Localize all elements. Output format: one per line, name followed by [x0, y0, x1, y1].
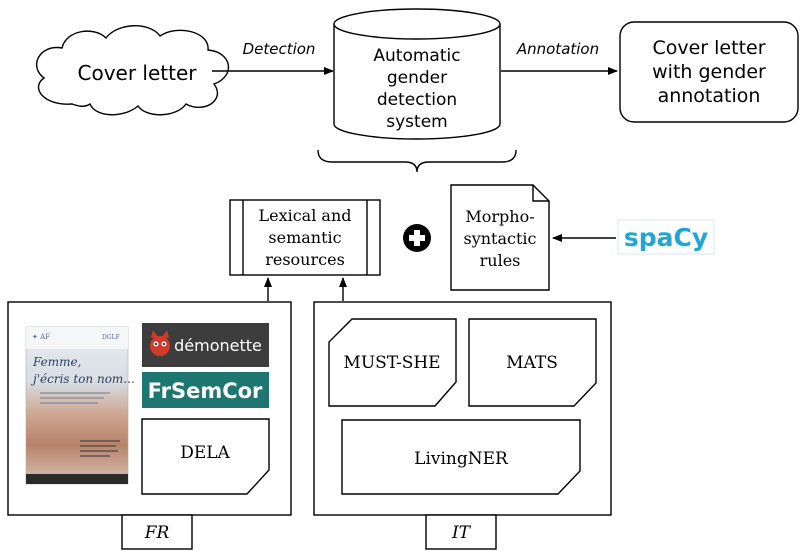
demonette-text: démonette: [174, 336, 262, 355]
system-node: Automatic gender detection system: [333, 8, 501, 140]
system-label-line1: Automatic: [373, 46, 460, 66]
plus-icon: [403, 224, 431, 252]
grouping-brace: [317, 149, 517, 173]
morpho-label-line1: Morpho-: [465, 207, 534, 226]
frsemcor-logo: FrSemCor: [142, 372, 269, 408]
book-title-line2: j'écris ton nom...: [30, 372, 135, 386]
output-label-line1: Cover letter: [652, 37, 765, 59]
annotation-label: Annotation: [516, 40, 599, 58]
dela-node: DELA: [141, 418, 270, 495]
must-she-label: MUST-SHE: [343, 353, 440, 373]
livingner-node: LivingNER: [341, 419, 581, 495]
lexical-resources-node: Lexical and semantic resources: [229, 199, 381, 276]
fr-label: FR: [144, 523, 170, 543]
system-label-line4: system: [386, 112, 447, 132]
output-node: Cover letter with gender annotation: [619, 21, 799, 123]
book-logo-left: ✦ AF: [32, 333, 50, 341]
system-label-line3: detection: [377, 90, 457, 110]
must-she-node: MUST-SHE: [328, 318, 457, 407]
livingner-label: LivingNER: [414, 449, 509, 469]
dela-label: DELA: [180, 443, 230, 463]
frsemcor-text: FrSemCor: [148, 379, 263, 403]
book-logo-right: DGLF: [102, 334, 120, 341]
mats-node: MATS: [468, 318, 597, 407]
lexical-label-line2: semantic: [268, 228, 341, 247]
book-cover-image: ✦ AF DGLF Femme, j'écris ton nom...: [25, 326, 135, 485]
spacy-text: spaCy: [624, 223, 708, 252]
morpho-rules-node: Morpho- syntactic rules: [450, 184, 550, 291]
cover-letter-label: Cover letter: [78, 61, 198, 85]
demonette-logo: démonette: [142, 323, 269, 367]
annotation-edge: Annotation: [501, 40, 618, 75]
detection-edge: Detection: [212, 40, 334, 75]
output-label-line3: annotation: [658, 85, 761, 107]
cover-letter-node: Cover letter: [35, 25, 230, 116]
detection-label: Detection: [243, 40, 316, 58]
lexical-label-line3: resources: [265, 250, 345, 269]
system-label-line2: gender: [387, 68, 447, 88]
morpho-label-line3: rules: [480, 251, 521, 270]
output-label-line2: with gender: [652, 61, 766, 83]
it-label: IT: [451, 523, 472, 543]
morpho-label-line2: syntactic: [464, 229, 537, 248]
book-title-line1: Femme,: [32, 355, 81, 369]
mats-label: MATS: [506, 353, 558, 373]
lexical-label-line1: Lexical and: [258, 206, 351, 225]
spacy-logo: spaCy: [617, 219, 715, 255]
